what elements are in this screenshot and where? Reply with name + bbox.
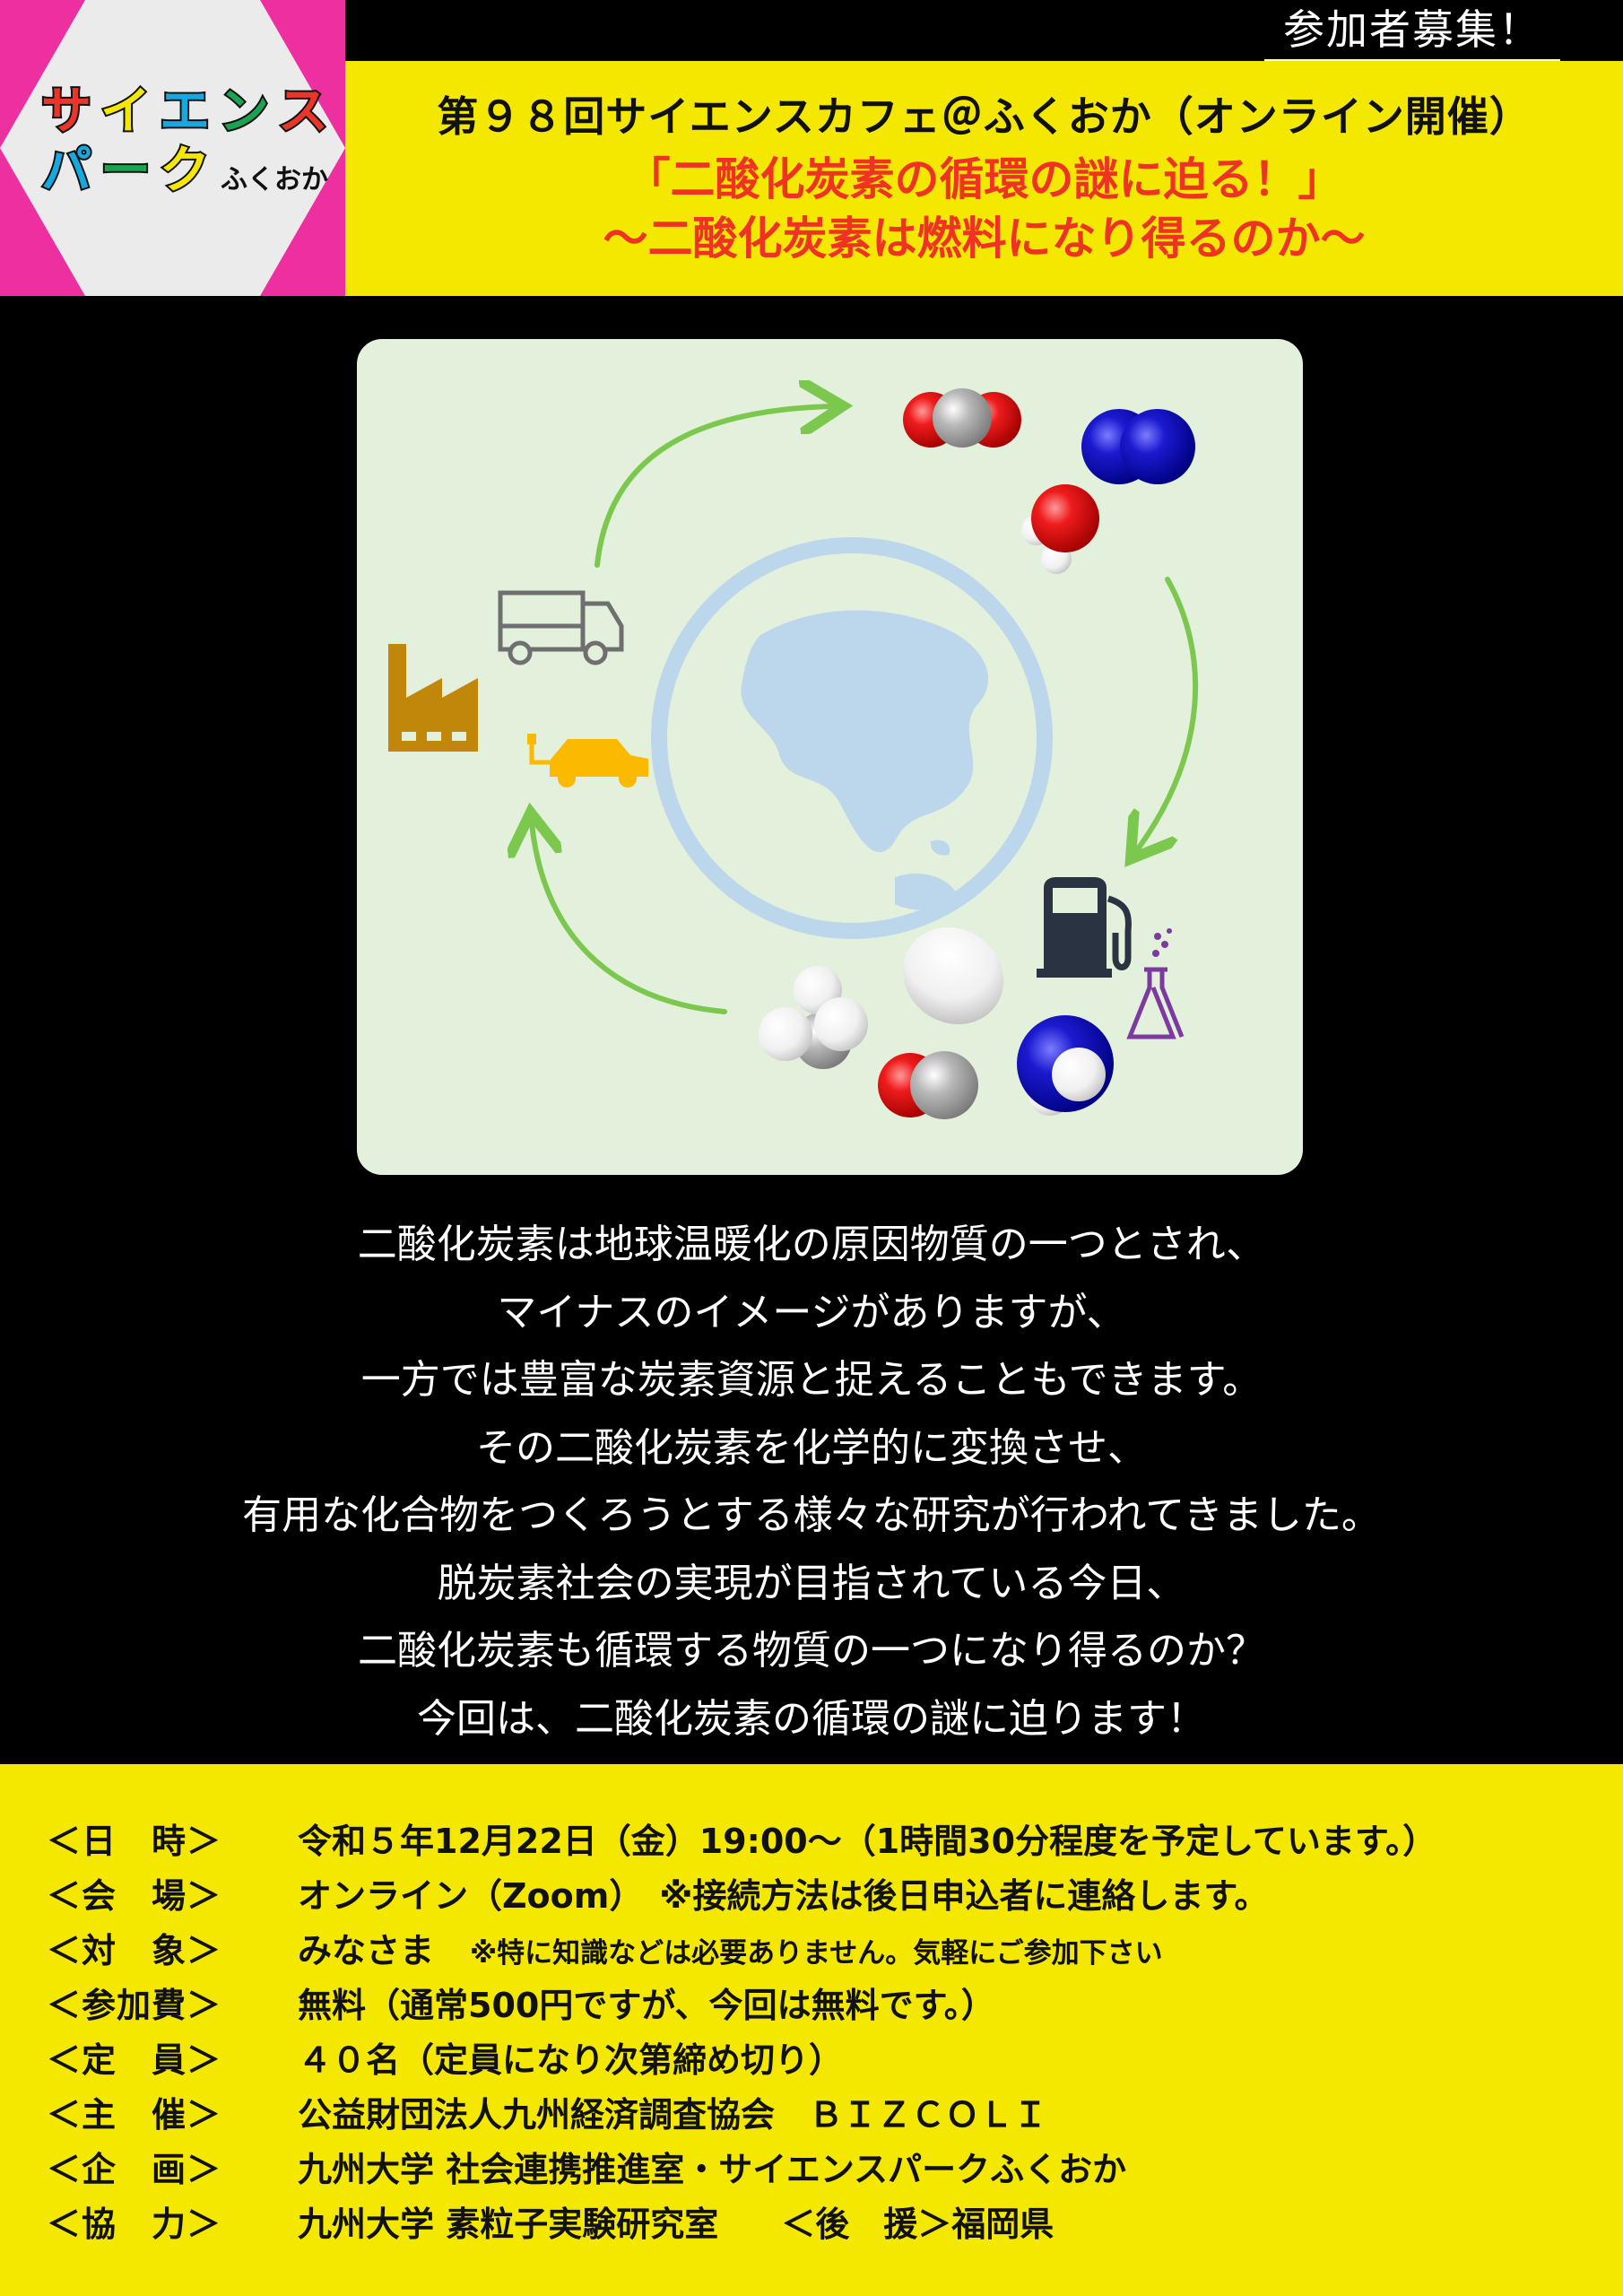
description-line: 脱炭素社会の実現が目指されている今日、 (437, 1560, 1186, 1606)
detail-note: ※接続方法は後日申込者に連絡します。 (659, 1876, 1269, 1916)
logo-char: ス (276, 83, 330, 141)
logo-char: イ (99, 83, 152, 141)
detail-row-fee: ＜参加費＞ 無料（通常500円ですが、今回は無料です。） (47, 1978, 1607, 2032)
description-line: その二酸化炭素を化学的に変換させ、 (476, 1424, 1147, 1471)
detail-value: 無料（通常500円ですが、今回は無料です。） (298, 1986, 995, 2025)
detail-label: ＜企 画＞ (47, 2150, 222, 2189)
header-band (345, 61, 1623, 296)
detail-label: ＜参加費＞ (47, 1986, 222, 2025)
detail-label: ＜会 場＞ (47, 1876, 222, 1916)
co-molecule (878, 1051, 978, 1119)
logo-char: ン (217, 83, 271, 141)
logo-line-park: パ ー ク ふくおか (38, 142, 332, 200)
detail-value: 九州大学 素粒子実験研究室 (298, 2205, 719, 2244)
fuel-pump-icon (1037, 877, 1132, 978)
logo-char: ク (158, 142, 212, 200)
detail-value: みなさま (298, 1931, 435, 1970)
logo-char: サ (39, 83, 93, 141)
description-line: 二酸化炭素は地球温暖化の原因物質の一つとされ、 (357, 1222, 1266, 1267)
globe-icon (651, 537, 1053, 939)
detail-value: 令和５年12月22日（金）19:00～（1時間30分程度を予定しています。） (298, 1822, 1437, 1861)
description-line: 今回は、二酸化炭素の循環の謎に迫ります！ (417, 1695, 1206, 1742)
h2-molecule (902, 926, 1004, 1025)
event-title: 第９８回サイエンスカフェ＠ふくおか（オンライン開催） (437, 92, 1532, 141)
detail-label: ＜協 力＞ (47, 2205, 222, 2244)
detail-label: ＜定 員＞ (47, 2040, 222, 2080)
detail-label: ＜対 象＞ (47, 1931, 222, 1970)
event-details-list: ＜日 時＞ 令和５年12月22日（金）19:00～（1時間30分程度を予定してい… (47, 1813, 1607, 2251)
description-line: 一方では豊富な炭素資源と捉えることもできます。 (360, 1357, 1263, 1403)
electric-car-icon (527, 734, 648, 787)
hexagon-shape (0, 0, 345, 296)
detail-label: ＜日 時＞ (47, 1822, 222, 1861)
logo-line-science: サ イ エ ン ス (38, 83, 332, 141)
arrow-emission-icon (595, 406, 832, 568)
co2-molecule (903, 388, 1021, 448)
ch4-molecule (759, 966, 868, 1069)
detail-value: 公益財団法人九州経済調査協会 ＢＩＺＣＯＬＩ (298, 2095, 1048, 2135)
arrow-use-icon (532, 823, 727, 1014)
description-line: 有用な化合物をつくろうとする様々な研究が行われてきました。 (242, 1492, 1381, 1538)
detail-note: ※特に知識などは必要ありません。気軽にご参加下さい (470, 1937, 1163, 1970)
h2o-molecule (1021, 484, 1099, 574)
nh3-molecule (1017, 1015, 1114, 1116)
event-subtitle-sub: ～二酸化炭素は燃料になり得るのか～ (603, 213, 1366, 265)
detail-value: 九州大学 社会連携推進室・サイエンスパークふくおか (298, 2150, 1127, 2189)
logo-suffix: ふくおか (221, 164, 328, 196)
carbon-cycle-illustration (357, 339, 1303, 1175)
detail-label: ＜主 催＞ (47, 2095, 222, 2135)
description-paragraph: 二酸化炭素は地球温暖化の原因物質の一つとされ、 マイナスのイメージがありますが、… (0, 1211, 1623, 1752)
detail-row-datetime: ＜日 時＞ 令和５年12月22日（金）19:00～（1時間30分程度を予定してい… (47, 1813, 1607, 1868)
detail-support: ＜後 援＞福岡県 (781, 2205, 1055, 2244)
flask-icon (1126, 928, 1185, 1039)
detail-value: ４０名（定員になり次第締め切り） (298, 2040, 844, 2080)
description-line: 二酸化炭素も循環する物質の一つになり得るのか？ (358, 1628, 1265, 1674)
logo-char: エ (158, 83, 212, 141)
description-line: マイナスのイメージがありますが、 (497, 1289, 1126, 1335)
detail-row-capacity: ＜定 員＞ ４０名（定員になり次第締め切り） (47, 2032, 1607, 2087)
detail-row-venue: ＜会 場＞ オンライン（Zoom） ※接続方法は後日申込者に連絡します。 (47, 1868, 1607, 1923)
science-park-logo: サ イ エ ン ス パ ー ク ふくおか (0, 0, 345, 296)
arrow-conversion-icon (1137, 577, 1199, 850)
logo-char: パ (39, 142, 93, 200)
truck-icon (498, 590, 624, 665)
recruit-banner: 参加者募集！ (1264, 4, 1560, 62)
logo-char: ー (99, 142, 152, 200)
detail-row-audience: ＜対 象＞ みなさま ※特に知識などは必要ありません。気軽にご参加下さい (47, 1923, 1607, 1978)
logo-wordmark: サ イ エ ン ス パ ー ク ふくおか (38, 83, 332, 204)
event-subtitle-main: 「二酸化炭素の循環の謎に迫る！」 (625, 153, 1343, 205)
n2-molecule (1081, 409, 1195, 484)
detail-value: オンライン（Zoom） (298, 1876, 644, 1916)
detail-row-organizer: ＜主 催＞ 公益財団法人九州経済調査協会 ＢＩＺＣＯＬＩ (47, 2087, 1607, 2142)
factory-icon (388, 644, 478, 752)
event-details-band (0, 1764, 1623, 2296)
cycle-arrows (532, 406, 1199, 1014)
detail-row-planning: ＜企 画＞ 九州大学 社会連携推進室・サイエンスパークふくおか (47, 2142, 1607, 2196)
detail-row-cooperation: ＜協 力＞ 九州大学 素粒子実験研究室 ＜後 援＞福岡県 (47, 2196, 1607, 2251)
